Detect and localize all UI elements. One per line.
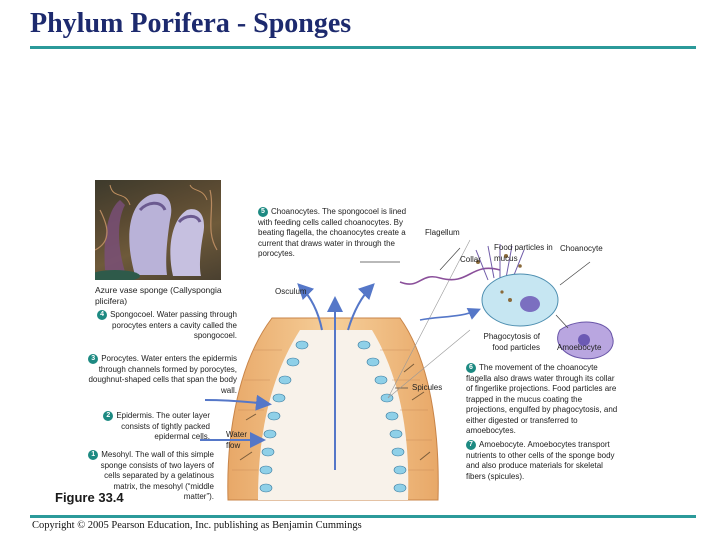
azure-vase-sponge-photo: [95, 180, 221, 280]
step-3-body: Water enters the epidermis through chann…: [88, 354, 237, 395]
label-spicules: Spicules: [412, 383, 443, 392]
label-choanocyte: Choanocyte: [560, 244, 603, 253]
figure-number: Figure 33.4: [55, 490, 124, 505]
step-6-badge: 6: [466, 363, 476, 373]
label-water-flow: Water flow: [226, 430, 248, 450]
step-6-body: The movement of the choanocyte flagella …: [466, 363, 618, 436]
label-amoebocyte: Amoebocyte: [557, 343, 602, 352]
step-2-body: The outer layer consists of tightly pack…: [121, 411, 210, 442]
step-7-title: Amoebocyte.: [479, 440, 526, 450]
label-food-particles: Food particles in mucus: [494, 243, 553, 263]
step-7-body: Amoebocytes transport nutrients to other…: [466, 440, 615, 481]
label-osculum: Osculum: [275, 287, 307, 296]
step-5-body: The spongocoel is lined with feeding cel…: [258, 207, 407, 259]
step-3-title: Porocytes.: [101, 354, 140, 364]
step-7-badge: 7: [466, 440, 476, 450]
label-phagocytosis: Phagocytosis of food particles: [483, 332, 540, 352]
step-5-title: Choanocytes.: [271, 207, 320, 217]
step-2-badge: 2: [103, 411, 114, 421]
choanocyte-closeup: [399, 244, 614, 360]
label-flagellum: Flagellum: [425, 228, 460, 237]
step-4-body: Water passing through porocytes enters a…: [112, 310, 237, 341]
step-1-title: Mesohyl.: [101, 450, 134, 460]
step-4-title: Spongocoel.: [110, 310, 155, 320]
copyright-notice: Copyright © 2005 Pearson Education, Inc.…: [32, 520, 362, 531]
slide-title: Phylum Porifera - Sponges: [30, 8, 352, 39]
step-3-badge: 3: [88, 354, 99, 364]
step-1-badge: 1: [88, 450, 99, 460]
step-5-badge: 5: [258, 207, 268, 217]
step-4-badge: 4: [97, 310, 108, 320]
label-collar: Collar: [460, 255, 481, 264]
step-1-body: The wall of this simple sponge consists …: [100, 450, 214, 502]
title-underline: [30, 46, 696, 49]
photo-caption: Azure vase sponge (Callyspongia plicifer…: [95, 285, 222, 306]
footer-rule: [30, 515, 696, 518]
step-2-title: Epidermis.: [116, 411, 155, 421]
